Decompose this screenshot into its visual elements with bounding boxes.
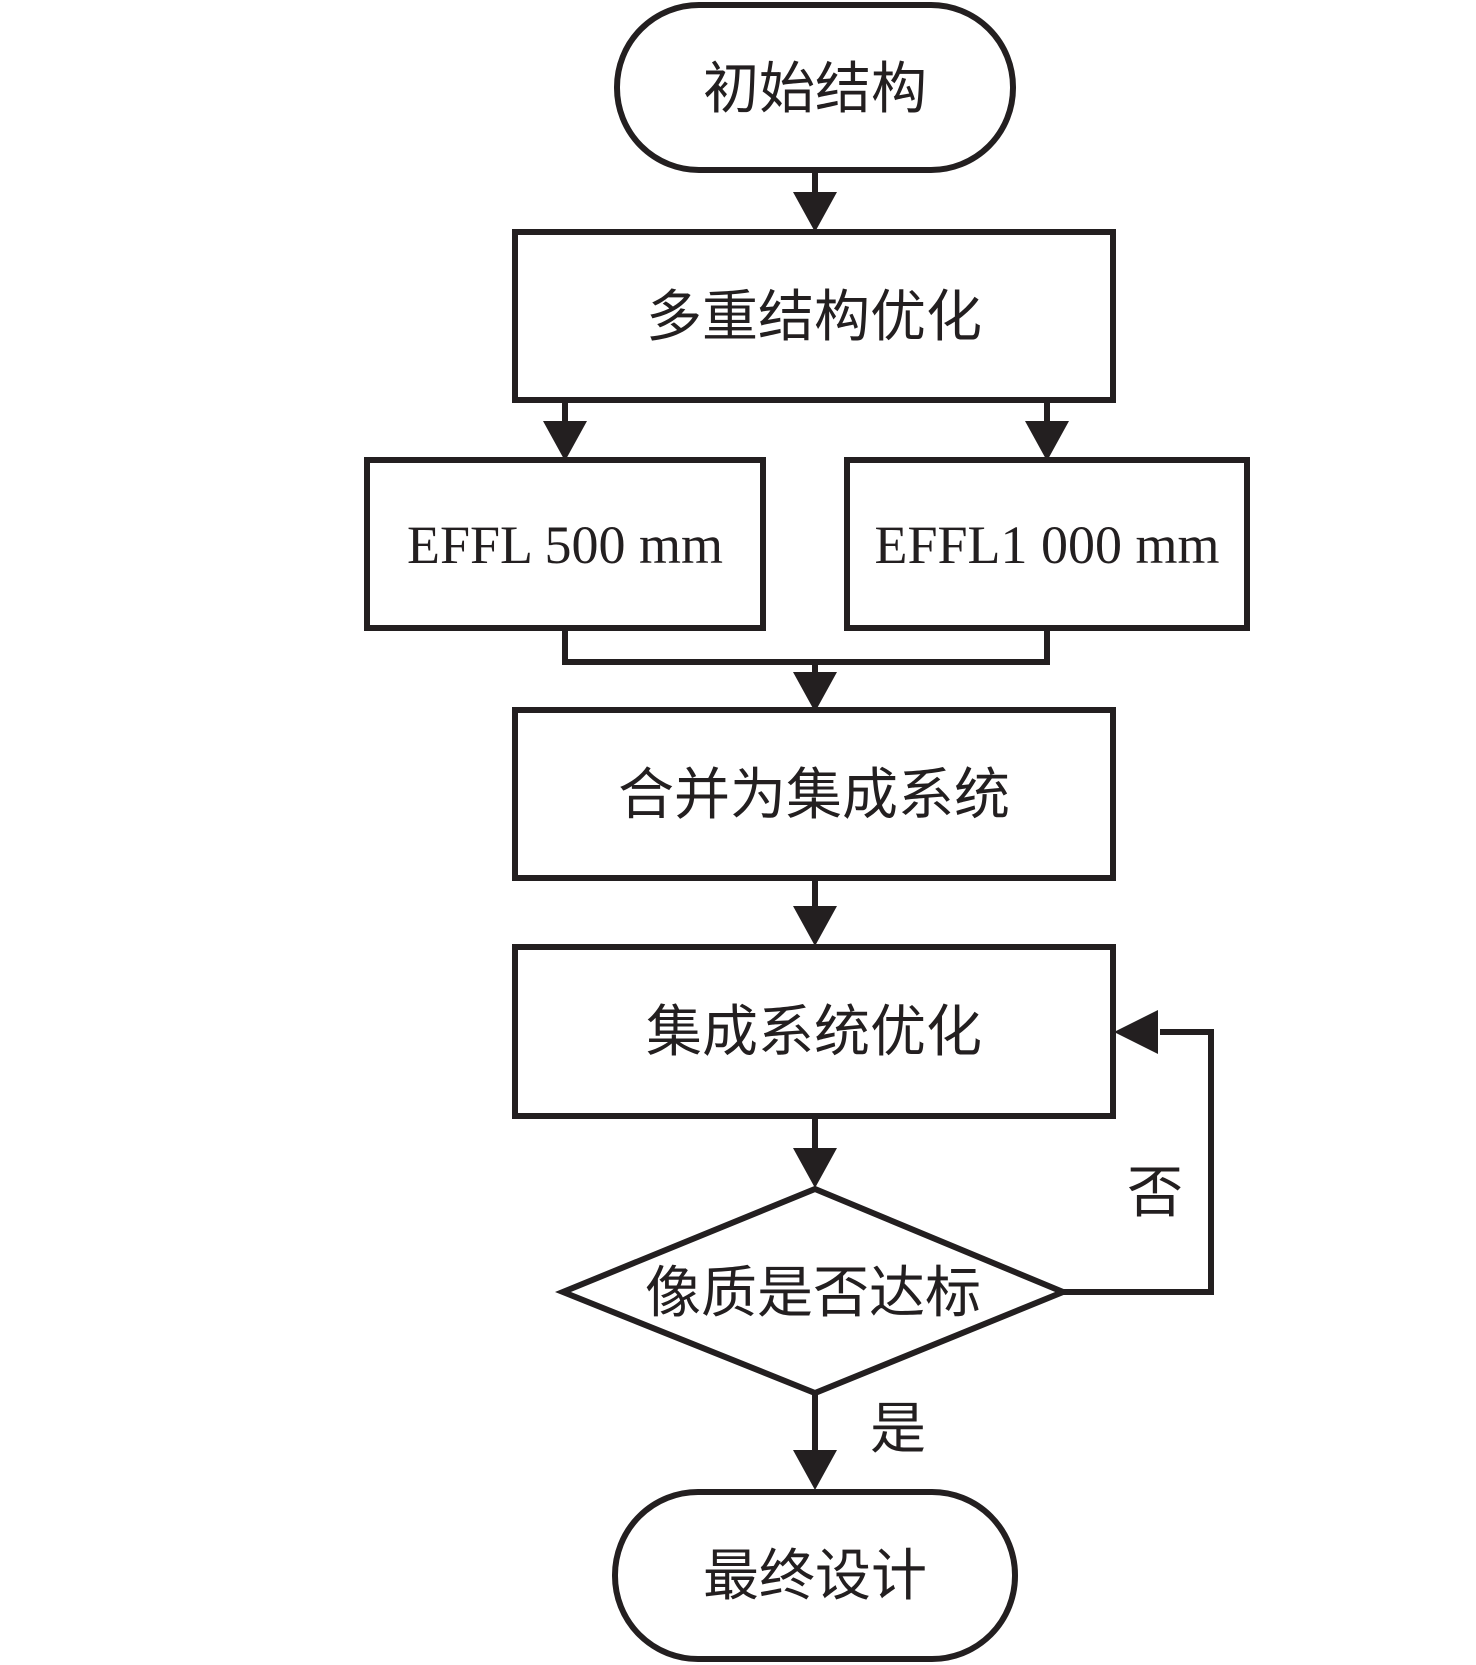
edge-start-to-multi [793,170,837,232]
node-final-label: 最终设计 [703,1546,927,1608]
node-optimize-label: 集成系统优化 [646,1002,982,1064]
edge-merge-to-optimize [793,878,837,946]
edge-optimize-to-decision [793,1116,837,1188]
arrowhead-down-icon [543,421,587,461]
edge-merge-join [562,628,1050,712]
branch-label-yes: 是 [870,1399,926,1461]
branch-label-no: 否 [1127,1163,1183,1225]
node-effl500-label: EFFL 500 mm [407,515,723,575]
arrowhead-down-icon [793,192,837,232]
node-effl-500: EFFL 500 mm [364,457,766,631]
node-effl-1000: EFFL1 000 mm [844,457,1250,631]
edge-decision-yes [793,1393,837,1490]
edge-decision-no-loop [1063,1010,1214,1295]
node-decision-image-quality: 像质是否达标 [555,1185,1071,1397]
node-merge-integrated-system: 合并为集成系统 [512,707,1116,881]
arrowhead-down-icon [793,906,837,946]
edge-multi-to-effl500 [543,400,587,461]
node-effl1000-label: EFFL1 000 mm [874,515,1219,575]
node-start-label: 初始结构 [703,59,927,121]
edge-multi-to-effl1000 [1025,400,1069,461]
arrowhead-down-icon [793,672,837,712]
node-merge-label: 合并为集成系统 [618,765,1010,827]
node-start: 初始结构 [614,2,1016,173]
node-final-design: 最终设计 [612,1489,1018,1662]
node-multi-label: 多重结构优化 [646,287,982,349]
node-decision-label: 像质是否达标 [645,1263,981,1325]
node-integrated-system-optimization: 集成系统优化 [512,944,1116,1119]
arrowhead-down-icon [793,1450,837,1490]
node-multi-structure-optimization: 多重结构优化 [512,229,1116,403]
arrowhead-down-icon [1025,421,1069,461]
arrowhead-left-icon [1114,1010,1158,1054]
arrowhead-down-icon [793,1148,837,1188]
